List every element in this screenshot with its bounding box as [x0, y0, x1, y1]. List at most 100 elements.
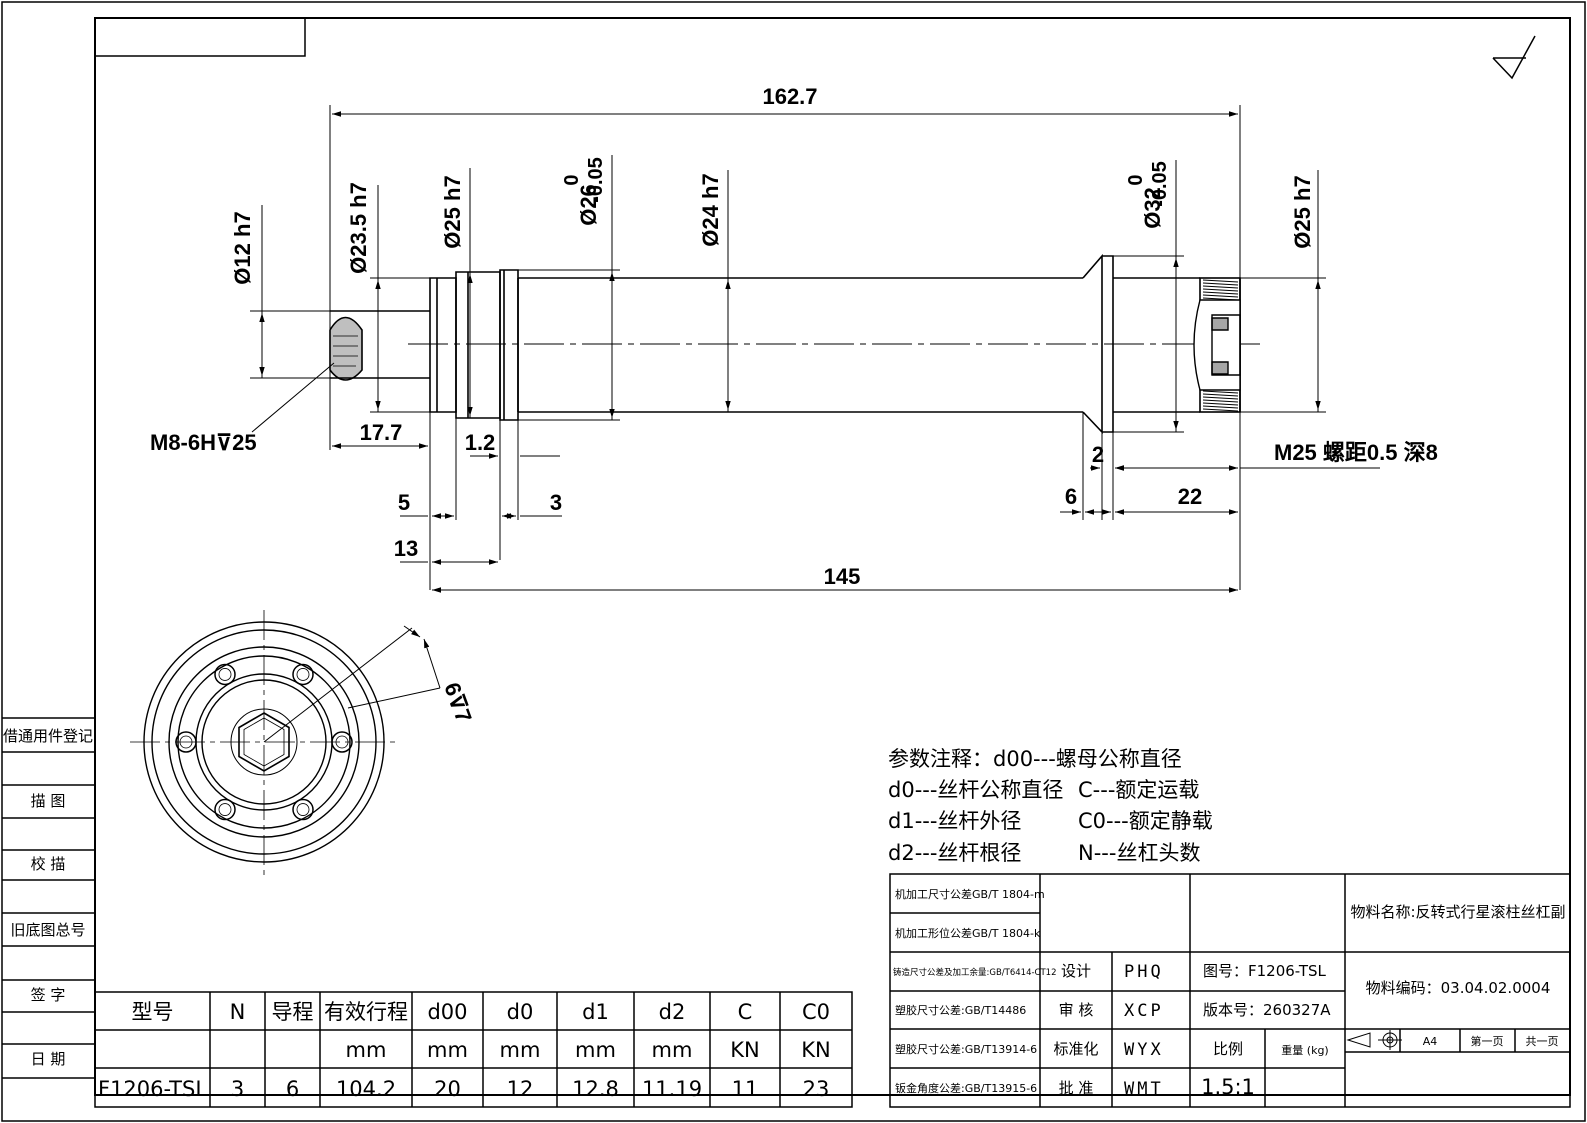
- thread-line: [1202, 405, 1239, 409]
- table-cell-units: mm: [500, 1038, 541, 1062]
- bolt-hole-inner: [218, 668, 232, 681]
- bolt-hole-inner: [296, 668, 310, 681]
- table-cell-values: 3: [231, 1077, 244, 1101]
- surface-roughness-symbol: [1492, 35, 1536, 80]
- approve-value: WMT: [1124, 1079, 1164, 1099]
- scale-label: 比例: [1213, 1040, 1243, 1058]
- dim-d25-right: Ø25 h7: [1290, 175, 1315, 248]
- dim-d24: Ø24 h7: [698, 173, 723, 246]
- title-block: 机加工尺寸公差GB/T 1804-m 机加工形位公差GB/T 1804-k 铸造…: [893, 887, 1566, 1099]
- side-strip-labels: 借通用件登记 描 图 校 描 旧底图总号 签 字 日 期: [3, 727, 93, 1068]
- end-view: [130, 610, 400, 875]
- table-cell-values: 104.2: [336, 1077, 396, 1101]
- dim-d26: Ø26: [576, 184, 601, 226]
- dim-d32: Ø32: [1140, 187, 1165, 229]
- dim-13: 13: [394, 536, 418, 561]
- table-cell-units: mm: [652, 1038, 693, 1062]
- table-cell-values: 6: [286, 1077, 299, 1101]
- table-cell-units: mm: [575, 1038, 616, 1062]
- tol-5: 塑胶尺寸公差:GB/T13914-6: [895, 1042, 1037, 1056]
- dim-145: 145: [824, 564, 861, 589]
- params-table-grid: [94, 991, 853, 1108]
- thread-line: [1202, 402, 1239, 406]
- check-value: XCP: [1124, 1001, 1164, 1021]
- side-label-6: 日 期: [31, 1050, 66, 1068]
- thread-line: [1202, 390, 1239, 394]
- dim-right-thread: M25 螺距0.5 深8: [1274, 440, 1438, 465]
- dim-d12: Ø12 h7: [230, 211, 255, 284]
- table-cell-headers: C0: [802, 1000, 830, 1024]
- note-line-1: 参数注释：d00---螺母公称直径: [888, 747, 1182, 771]
- table-cell-values: 12: [507, 1077, 534, 1101]
- table-cell-headers: d1: [582, 1000, 609, 1024]
- dim-d26-tol-upper: 0: [561, 174, 583, 185]
- table-cell-headers: N: [230, 1000, 246, 1024]
- side-strip: [2, 717, 95, 1079]
- end-view-holes: [175, 663, 353, 821]
- table-cell-values: 11: [732, 1077, 759, 1101]
- thread-line: [1202, 396, 1239, 400]
- bolt-hole: [292, 663, 314, 686]
- dim-1-2: 1.2: [465, 430, 496, 455]
- side-label-3: 校 描: [31, 855, 66, 873]
- thread-line: [1202, 282, 1239, 286]
- dim-overall-length: 162.7: [762, 84, 817, 109]
- material-name: 物料名称:反转式行星滚柱丝杠副: [1350, 903, 1565, 921]
- table-cell-headers: 型号: [132, 1000, 174, 1024]
- note-line-4b: N---丝杠头数: [1078, 841, 1200, 865]
- table-cell-units: KN: [730, 1038, 759, 1062]
- thread-line: [1202, 408, 1239, 412]
- note-line-3b: C0---额定静载: [1078, 809, 1213, 833]
- table-cell-units: KN: [801, 1038, 830, 1062]
- version-no: 版本号：260327A: [1203, 1001, 1331, 1019]
- thread-line: [1202, 399, 1239, 403]
- table-cell-units: mm: [427, 1038, 468, 1062]
- design-label: 设计: [1061, 962, 1091, 980]
- drawing-no: 图号：F1206-TSL: [1203, 962, 1327, 980]
- side-label-5: 签 字: [31, 986, 66, 1004]
- tol-4: 塑胶尺寸公差:GB/T14486: [895, 1003, 1026, 1017]
- tol-6: 钣金角度公差:GB/T13915-6: [895, 1081, 1037, 1095]
- drawing-frame: [94, 17, 1571, 1096]
- table-cell-headers: d0: [507, 1000, 534, 1024]
- page-total: 共一页: [1526, 1035, 1559, 1048]
- scale-value: 1.5:1: [1201, 1075, 1255, 1099]
- weight-label: 重量 (kg): [1281, 1043, 1328, 1057]
- table-cell-headers: d00: [427, 1000, 467, 1024]
- table-cell-values: 11.19: [642, 1077, 702, 1101]
- thread-line: [1202, 294, 1239, 298]
- params-table-columns: [209, 992, 781, 1107]
- dim-tap-hole: M8-6H⊽25: [150, 430, 257, 455]
- bolt-hole-inner: [296, 803, 310, 816]
- note-line-3a: d1---丝杆外径: [888, 809, 1021, 833]
- dim-d32-tol-lower: -0.05: [1149, 161, 1171, 207]
- table-cell-units: mm: [346, 1038, 387, 1062]
- paper-size: A4: [1423, 1035, 1438, 1048]
- std-label: 标准化: [1053, 1040, 1098, 1058]
- tol-3: 铸造尺寸公差及加工余量:GB/T6414-CT12: [893, 967, 1056, 978]
- side-label-1: 借通用件登记: [3, 727, 93, 745]
- note-line-4a: d2---丝杆根径: [888, 841, 1021, 865]
- bolt-hole-inner: [179, 735, 193, 749]
- table-cell-headers: d2: [659, 1000, 686, 1024]
- table-cell-values: 12.8: [572, 1077, 619, 1101]
- dim-22: 22: [1178, 484, 1202, 509]
- note-line-2a: d0---丝杆公称直径: [888, 778, 1063, 802]
- dim-d25-left: Ø25 h7: [440, 175, 465, 248]
- bolt-hole: [331, 731, 353, 753]
- title-block-grid: [889, 873, 1571, 1108]
- bolt-hole-inner: [218, 803, 232, 816]
- right-end-cavity: [1193, 299, 1241, 391]
- thread-line: [1202, 288, 1239, 292]
- table-cell-values: 23: [803, 1077, 830, 1101]
- dim-6: 6: [1065, 484, 1077, 509]
- dim-17-7: 17.7: [360, 420, 403, 445]
- dim-d23-5: Ø23.5 h7: [346, 182, 371, 274]
- table-cell-values: 20: [434, 1077, 461, 1101]
- check-label: 审 核: [1059, 1001, 1094, 1019]
- dimension-lines: [250, 105, 1380, 593]
- top-left-box: [94, 17, 306, 57]
- table-cell-headers: C: [738, 1000, 753, 1024]
